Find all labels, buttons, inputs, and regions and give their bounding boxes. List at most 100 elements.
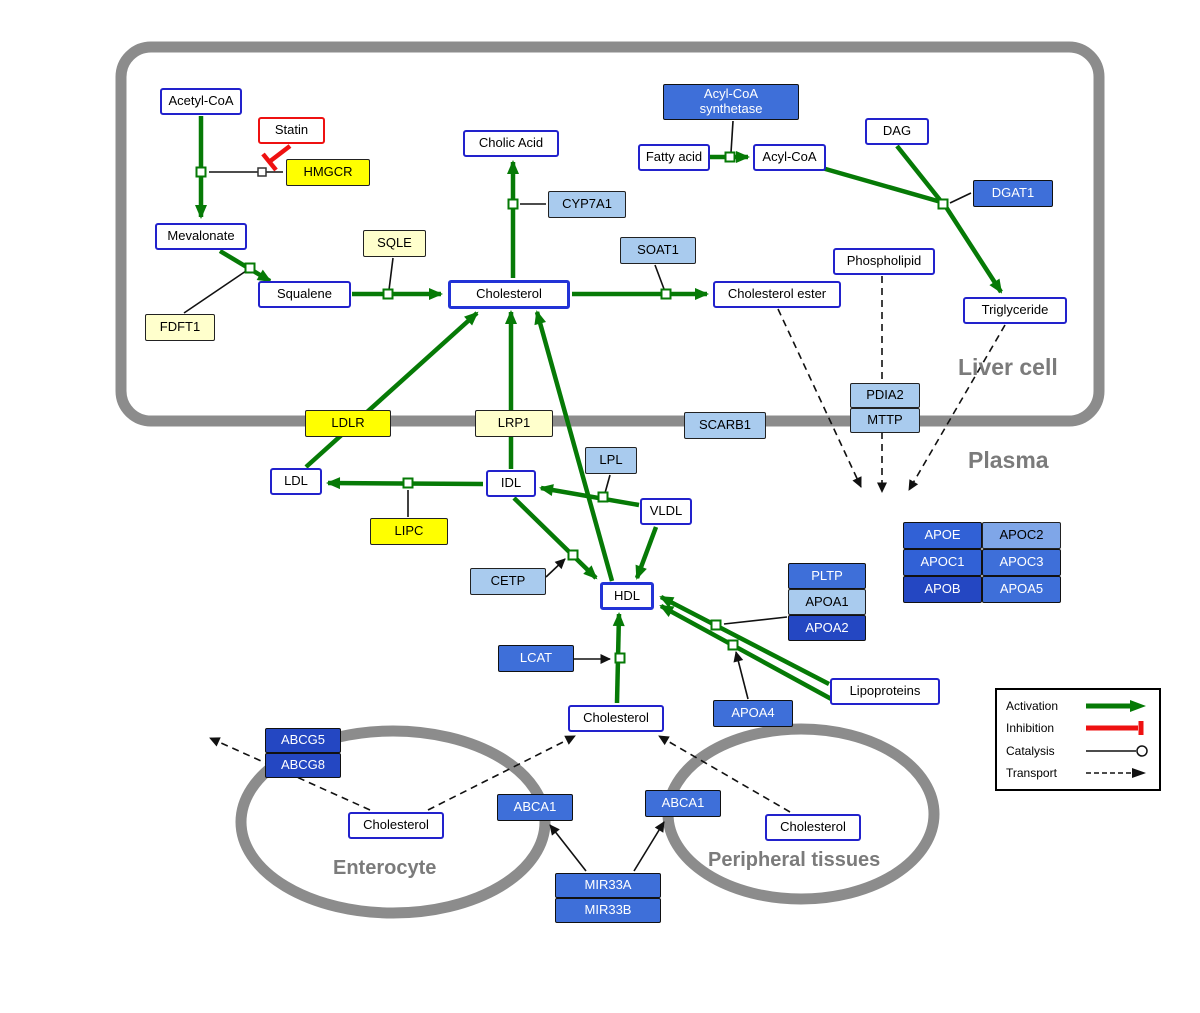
node-pdia2[interactable]: PDIA2 bbox=[850, 383, 920, 408]
edge-acylcoasynthetase-catalysis bbox=[730, 120, 734, 154]
catalysis-circle-icon bbox=[1086, 744, 1148, 757]
edge-junction-triglyceride bbox=[944, 205, 1003, 294]
legend-transport: Transport bbox=[1006, 764, 1150, 782]
catalysis-edges bbox=[183, 120, 972, 872]
node-fdft1[interactable]: FDFT1 bbox=[145, 314, 215, 341]
node-ldl[interactable]: LDL bbox=[270, 468, 322, 495]
node-lpl[interactable]: LPL bbox=[585, 447, 637, 474]
transport-dashed-arrow-icon bbox=[1086, 767, 1146, 778]
edge-dgat1-catalysis bbox=[949, 192, 972, 204]
node-cholesterol-enterocyte[interactable]: Cholesterol bbox=[348, 812, 444, 839]
node-hmgcr[interactable]: HMGCR bbox=[286, 159, 370, 186]
inhibition-tbar-icon bbox=[1086, 721, 1144, 736]
node-cholesterol-liver[interactable]: Cholesterol bbox=[448, 280, 570, 309]
edge-sqle-catalysis bbox=[388, 257, 394, 291]
node-vldl[interactable]: VLDL bbox=[640, 498, 692, 525]
enterocyte-membrane bbox=[235, 725, 551, 919]
edge-peripheral-to-plasma-cholesterol bbox=[658, 735, 791, 813]
node-scarb1[interactable]: SCARB1 bbox=[684, 412, 766, 439]
edge-ldl-cholesterol bbox=[304, 311, 479, 469]
edge-vldl-idl bbox=[539, 484, 640, 508]
node-abcg5[interactable]: ABCG5 bbox=[265, 728, 341, 753]
plasma-label: Plasma bbox=[968, 447, 1049, 473]
edge-apoa4-catalysis bbox=[733, 651, 749, 700]
edge-mir33-abca1-left bbox=[549, 824, 587, 872]
node-apoa5[interactable]: APOA5 bbox=[982, 576, 1061, 603]
node-apoe[interactable]: APOE bbox=[903, 522, 982, 549]
node-acyl-coa-synthetase[interactable]: Acyl-CoA synthetase bbox=[663, 84, 799, 120]
node-dag[interactable]: DAG bbox=[865, 118, 929, 145]
node-triglyceride[interactable]: Triglyceride bbox=[963, 297, 1067, 324]
node-cholic-acid[interactable]: Cholic Acid bbox=[463, 130, 559, 157]
node-phospholipid[interactable]: Phospholipid bbox=[833, 248, 935, 275]
node-lipoproteins[interactable]: Lipoproteins bbox=[830, 678, 940, 705]
node-abca1-peripheral[interactable]: ABCA1 bbox=[645, 790, 721, 817]
node-pltp[interactable]: PLTP bbox=[788, 563, 866, 589]
legend-inhibition-label: Inhibition bbox=[1006, 721, 1055, 736]
node-mir33b[interactable]: MIR33B bbox=[555, 898, 661, 923]
node-acyl-coa[interactable]: Acyl-CoA bbox=[753, 144, 826, 171]
node-apoa2[interactable]: APOA2 bbox=[788, 615, 866, 641]
node-acetyl-coa[interactable]: Acetyl-CoA bbox=[160, 88, 242, 115]
node-squalene[interactable]: Squalene bbox=[258, 281, 351, 308]
node-sqle[interactable]: SQLE bbox=[363, 230, 426, 257]
legend-catalysis: Catalysis bbox=[1006, 742, 1150, 760]
node-apoa4[interactable]: APOA4 bbox=[713, 700, 793, 727]
legend-activation: Activation bbox=[1006, 697, 1150, 715]
node-idl[interactable]: IDL bbox=[486, 470, 536, 497]
inhibition-edge-statin-hmgcr bbox=[261, 144, 292, 172]
node-apob[interactable]: APOB bbox=[903, 576, 982, 603]
legend-inhibition: Inhibition bbox=[1006, 719, 1150, 737]
legend-activation-label: Activation bbox=[1006, 699, 1059, 713]
node-abcg8[interactable]: ABCG8 bbox=[265, 753, 341, 778]
liver-cell-label: Liver cell bbox=[958, 354, 1058, 380]
node-cetp[interactable]: CETP bbox=[470, 568, 546, 595]
legend: Activation Inhibition Catalysis Transpor… bbox=[995, 688, 1161, 791]
edge-enterocyte-to-plasma-cholesterol bbox=[427, 735, 576, 811]
node-dgat1[interactable]: DGAT1 bbox=[973, 180, 1053, 207]
node-cholesterol-peripheral[interactable]: Cholesterol bbox=[765, 814, 861, 841]
edge-cetp-catalysis bbox=[545, 558, 566, 578]
edge-idl-hdl bbox=[512, 496, 598, 580]
reaction-nodes bbox=[195, 151, 949, 664]
node-fatty-acid[interactable]: Fatty acid bbox=[638, 144, 710, 171]
edge-triglyceride-transport bbox=[908, 324, 1006, 491]
edge-dag-junction bbox=[895, 144, 942, 202]
edge-lipoproteins-hdl-1 bbox=[659, 595, 831, 686]
edge-vldl-hdl bbox=[634, 526, 659, 580]
node-cholesterol-plasma[interactable]: Cholesterol bbox=[568, 705, 664, 732]
node-ldlr[interactable]: LDLR bbox=[305, 410, 391, 437]
edge-soat1-catalysis bbox=[654, 264, 665, 290]
node-mevalonate[interactable]: Mevalonate bbox=[155, 223, 247, 250]
edge-apoa-stack-catalysis bbox=[723, 616, 788, 625]
edge-mir33-abca1-right bbox=[633, 821, 665, 872]
node-abca1-enterocyte[interactable]: ABCA1 bbox=[497, 794, 573, 821]
liver-cell-membrane bbox=[115, 41, 1105, 427]
node-statin[interactable]: Statin bbox=[258, 117, 325, 144]
node-lcat[interactable]: LCAT bbox=[498, 645, 574, 672]
activation-arrow-icon bbox=[1086, 700, 1146, 712]
edge-acylcoa-junction bbox=[821, 165, 942, 205]
node-cholesterol-ester[interactable]: Cholesterol ester bbox=[713, 281, 841, 308]
node-lrp1[interactable]: LRP1 bbox=[475, 410, 553, 437]
edge-fdft1-catalysis bbox=[183, 270, 247, 314]
legend-transport-label: Transport bbox=[1006, 765, 1057, 780]
node-hdl[interactable]: HDL bbox=[600, 582, 654, 610]
edge-cholesterolester-transport bbox=[777, 308, 862, 488]
node-apoc2[interactable]: APOC2 bbox=[982, 522, 1061, 549]
node-apoa1[interactable]: APOA1 bbox=[788, 589, 866, 615]
activation-edges bbox=[195, 116, 1003, 704]
edge-hdl-cholesterol bbox=[534, 310, 615, 582]
node-lipc[interactable]: LIPC bbox=[370, 518, 448, 545]
node-cyp7a1[interactable]: CYP7A1 bbox=[548, 191, 626, 218]
edge-lpl-catalysis bbox=[604, 474, 611, 494]
legend-catalysis-label: Catalysis bbox=[1006, 743, 1055, 758]
node-mir33a[interactable]: MIR33A bbox=[555, 873, 661, 898]
node-mttp[interactable]: MTTP bbox=[850, 408, 920, 433]
node-apoc1[interactable]: APOC1 bbox=[903, 549, 982, 576]
node-apoc3[interactable]: APOC3 bbox=[982, 549, 1061, 576]
edge-lipoproteins-hdl-2 bbox=[659, 604, 837, 703]
node-soat1[interactable]: SOAT1 bbox=[620, 237, 696, 264]
